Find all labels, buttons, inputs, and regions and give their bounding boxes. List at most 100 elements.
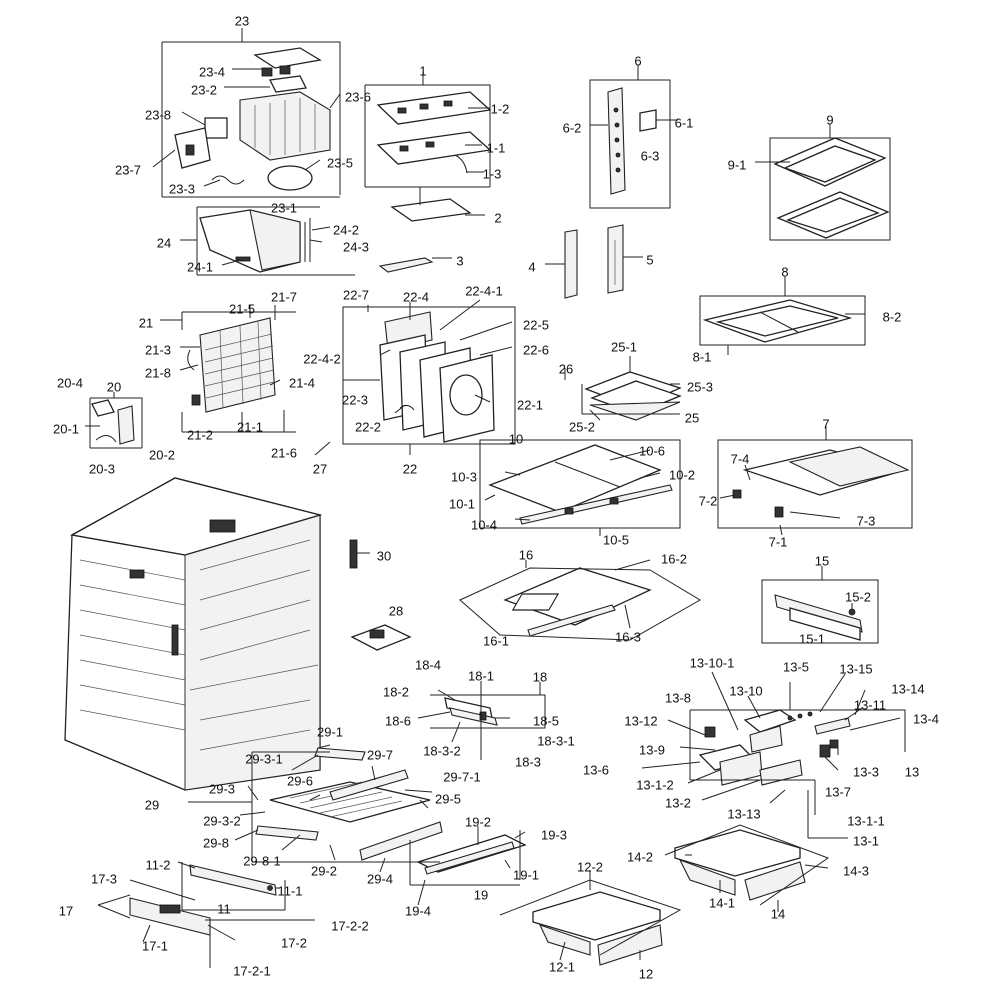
callout-11-1: 11-1 [277, 883, 302, 898]
callout-18-4: 18-4 [415, 657, 441, 672]
callout-13-4: 13-4 [913, 711, 939, 726]
callout-29-3-2: 29-3-2 [203, 813, 241, 828]
callout-8: 8 [781, 264, 788, 279]
part-rails [564, 87, 657, 299]
callout-25-2: 25-2 [569, 419, 595, 434]
part-11 [189, 864, 277, 896]
part-shelf-25 [584, 371, 682, 421]
callout-20: 20 [107, 379, 121, 394]
callout-29-4: 29-4 [367, 871, 393, 886]
callout-13-15: 13-15 [839, 661, 872, 676]
part-glass-shelves [773, 137, 890, 239]
callout-23-2: 23-2 [191, 82, 217, 97]
callout-13: 13 [905, 764, 919, 779]
callout-22-1: 22-1 [517, 397, 543, 412]
callout-14-2: 14-2 [627, 849, 653, 864]
callout-17-3: 17-3 [91, 871, 117, 886]
callout-10-5: 10-5 [603, 532, 629, 547]
callout-26: 26 [559, 361, 573, 376]
part-small-items [314, 441, 412, 651]
part-crisper-12 [532, 891, 663, 966]
callout-20-4: 20-4 [57, 375, 83, 390]
callout-21-2: 21-2 [187, 427, 213, 442]
callout-15-2: 15-2 [845, 589, 871, 604]
callout-24: 24 [157, 235, 171, 250]
callout-29-8-1: 29-8-1 [243, 853, 281, 868]
part-shelf-10 [488, 444, 673, 525]
callout-19-1: 19-1 [513, 867, 539, 882]
callout-29-7-1: 29-7-1 [443, 769, 481, 784]
callout-18-3-1: 18-3-1 [537, 733, 575, 748]
callout-17-2-2: 17-2-2 [331, 918, 369, 933]
callout-22: 22 [403, 461, 417, 476]
callout-22-4-2: 22-4-2 [303, 351, 341, 366]
callout-18: 18 [533, 669, 547, 684]
part-15 [774, 594, 863, 641]
callout-18-3-2: 18-3-2 [423, 743, 461, 758]
callout-19: 19 [474, 887, 488, 902]
callout-18-2: 18-2 [383, 684, 409, 699]
callout-7-2: 7-2 [699, 493, 718, 508]
callout-22-6: 22-6 [523, 342, 549, 357]
callout-21-3: 21-3 [145, 342, 171, 357]
callout-15-1: 15-1 [799, 631, 825, 646]
callout-16: 16 [519, 547, 533, 562]
callout-6-3: 6-3 [641, 148, 660, 163]
callout-30: 30 [377, 548, 391, 563]
callout-13-12: 13-12 [624, 713, 657, 728]
callout-22-2: 22-2 [355, 419, 381, 434]
part-shelf-7 [732, 446, 910, 518]
callout-14: 14 [771, 906, 785, 921]
callout-29-8: 29-8 [203, 835, 229, 850]
callout-24-3: 24-3 [343, 239, 369, 254]
part-shelf-16 [503, 567, 652, 637]
callout-13-14: 13-14 [891, 681, 924, 696]
callout-8-2: 8-2 [883, 309, 902, 324]
callout-19-3: 19-3 [541, 827, 567, 842]
callout-10: 10 [509, 431, 523, 446]
callout-21: 21 [139, 315, 153, 330]
part-crisper-14 [674, 829, 806, 901]
part-dispenser-assembly [698, 709, 851, 786]
callout-13-8: 13-8 [665, 690, 691, 705]
part-ice-maker-assembly [174, 47, 331, 191]
callout-9: 9 [826, 112, 833, 127]
callout-13-11: 13-11 [854, 697, 886, 712]
callout-13-2: 13-2 [665, 795, 691, 810]
callout-16-2: 16-2 [661, 551, 687, 566]
callout-23: 23 [235, 13, 249, 28]
callout-18-6: 18-6 [385, 713, 411, 728]
callout-4: 4 [528, 259, 535, 274]
part-20 [91, 399, 135, 445]
part-refrigerator-cabinet [64, 477, 323, 791]
callout-25-3: 25-3 [687, 379, 713, 394]
callout-11-2: 11-2 [145, 857, 170, 872]
callout-21-6: 21-6 [271, 445, 297, 460]
callout-23-4: 23-4 [199, 64, 225, 79]
callout-12: 12 [639, 966, 653, 981]
callout-13-3: 13-3 [853, 764, 879, 779]
callout-23-6: 23-6 [345, 89, 371, 104]
callout-29-7: 29-7 [367, 747, 393, 762]
callout-27: 27 [313, 461, 327, 476]
part-shelf-8 [702, 299, 853, 343]
callout-10-1: 10-1 [449, 496, 475, 511]
callout-29: 29 [145, 797, 159, 812]
callout-20-2: 20-2 [149, 447, 175, 462]
callout-5: 5 [646, 252, 653, 267]
callout-24-1: 24-1 [187, 259, 213, 274]
part-drawer-29 [255, 747, 443, 861]
callout-1: 1 [419, 63, 426, 78]
callout-15: 15 [815, 553, 829, 568]
callout-14-1: 14-1 [709, 895, 735, 910]
callout-6: 6 [634, 53, 641, 68]
callout-7: 7 [822, 416, 829, 431]
callout-6-2: 6-2 [563, 120, 582, 135]
callout-13-10-1: 13-10-1 [690, 655, 735, 670]
callout-6-1: 6-1 [675, 115, 694, 130]
part-17 [129, 897, 211, 936]
callout-12-2: 12-2 [577, 859, 603, 874]
